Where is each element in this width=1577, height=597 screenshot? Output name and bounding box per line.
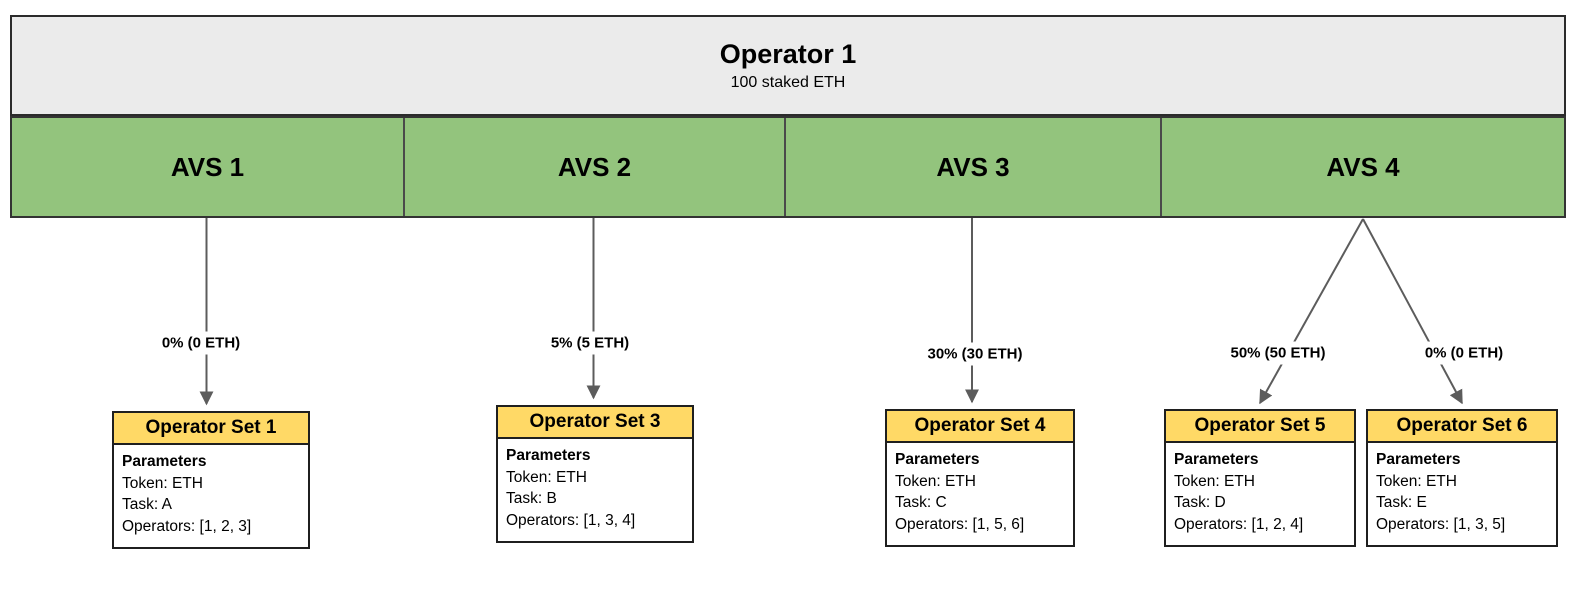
operator-set-4-title: Operator Set 4 <box>887 411 1073 443</box>
operator-set-box-5: Operator Set 5 Parameters Token: ETH Tas… <box>1164 409 1356 547</box>
avs-row: AVS 1 AVS 2 AVS 3 AVS 4 <box>10 116 1566 218</box>
param-operators: Operators: [1, 2, 4] <box>1174 516 1304 534</box>
parameters-heading: Parameters <box>1376 451 1461 468</box>
param-operators: Operators: [1, 3, 4] <box>506 512 636 530</box>
param-operators: Operators: [1, 5, 6] <box>895 516 1025 534</box>
arrow-avs4-to-set5 <box>1259 218 1364 405</box>
operator-set-3-parameters: Parameters Token: ETH Task: B Operators:… <box>498 439 692 541</box>
param-task: Task: C <box>895 494 947 512</box>
operator-set-1-title: Operator Set 1 <box>114 413 308 445</box>
parameters-heading: Parameters <box>506 447 591 464</box>
arrow-avs4-to-set6 <box>1362 218 1463 405</box>
param-token: Token: ETH <box>1174 472 1255 490</box>
parameters-heading: Parameters <box>1174 451 1259 468</box>
operator-set-box-3: Operator Set 3 Parameters Token: ETH Tas… <box>496 405 694 543</box>
param-task: Task: D <box>1174 494 1226 512</box>
operator-set-5-title: Operator Set 5 <box>1166 411 1354 443</box>
avs-cell-4: AVS 4 <box>1160 118 1564 216</box>
allocation-label-avs1: 0% (0 ETH) <box>155 331 247 355</box>
allocation-label-avs3: 30% (30 ETH) <box>921 342 1029 366</box>
operator-set-box-6: Operator Set 6 Parameters Token: ETH Tas… <box>1366 409 1558 547</box>
operator-subtitle: 100 staked ETH <box>730 73 846 91</box>
param-operators: Operators: [1, 2, 3] <box>122 518 252 536</box>
param-token: Token: ETH <box>895 472 976 490</box>
operator-set-3-title: Operator Set 3 <box>498 407 692 439</box>
param-token: Token: ETH <box>506 468 587 486</box>
parameters-heading: Parameters <box>895 451 980 468</box>
avs-cell-3: AVS 3 <box>784 118 1160 216</box>
operator-set-box-1: Operator Set 1 Parameters Token: ETH Tas… <box>112 411 310 549</box>
operator-set-6-parameters: Parameters Token: ETH Task: E Operators:… <box>1368 443 1556 545</box>
avs-cell-1: AVS 1 <box>12 118 403 216</box>
operator-set-box-4: Operator Set 4 Parameters Token: ETH Tas… <box>885 409 1075 547</box>
param-task: Task: A <box>122 496 172 514</box>
avs-cell-2: AVS 2 <box>403 118 784 216</box>
avs-1-label: AVS 1 <box>170 151 245 182</box>
allocation-label-avs2: 5% (5 ETH) <box>544 331 636 355</box>
avs-2-label: AVS 2 <box>557 151 632 182</box>
param-task: Task: B <box>506 490 557 508</box>
allocation-label-avs4-right: 0% (0 ETH) <box>1418 341 1510 365</box>
operator-title: Operator 1 <box>719 39 857 70</box>
operator-box: Operator 1 100 staked ETH <box>10 15 1566 116</box>
param-task: Task: E <box>1376 494 1427 512</box>
parameters-heading: Parameters <box>122 453 207 470</box>
avs-4-label: AVS 4 <box>1326 151 1400 182</box>
operator-set-4-parameters: Parameters Token: ETH Task: C Operators:… <box>887 443 1073 545</box>
param-token: Token: ETH <box>122 474 203 492</box>
operator-set-6-title: Operator Set 6 <box>1368 411 1556 443</box>
avs-3-label: AVS 3 <box>936 151 1010 182</box>
param-operators: Operators: [1, 3, 5] <box>1376 516 1506 534</box>
allocation-label-avs4-left: 50% (50 ETH) <box>1224 341 1332 365</box>
param-token: Token: ETH <box>1376 472 1457 490</box>
operator-set-5-parameters: Parameters Token: ETH Task: D Operators:… <box>1166 443 1354 545</box>
operator-set-1-parameters: Parameters Token: ETH Task: A Operators:… <box>114 445 308 547</box>
